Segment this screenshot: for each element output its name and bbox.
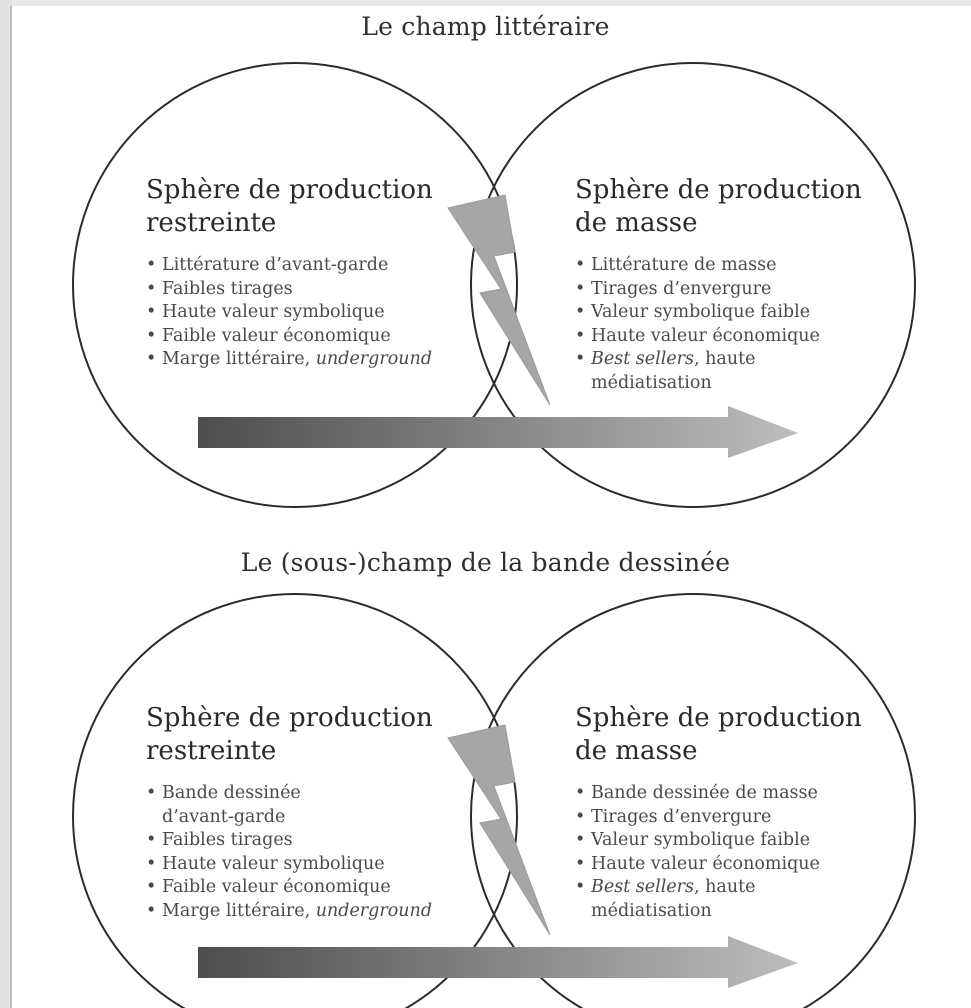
venn-diagram [72,62,916,508]
right-sphere-content: Sphère de production de masse Bande dess… [575,702,865,923]
sphere-title: Sphère de production de masse [575,703,862,766]
venn-diagram [72,593,916,1008]
list-item: Faible valeur économique [146,325,466,349]
sphere-title: Sphère de production de masse [575,175,862,238]
list-item: Tirages d’envergure [575,278,865,302]
list-item: Best sellers, haute médiatisation [575,876,776,923]
list-item: Faible valeur économique [146,876,446,900]
list-item: Tirages d’envergure [575,806,865,830]
list-item: Faibles tirages [146,278,466,302]
bullet-list: Bande dessinée de masse Tirages d’enverg… [575,782,865,923]
list-item: Littérature d’avant-garde [146,254,466,278]
lightning-bolt-icon [447,194,551,406]
list-item: Bande dessinée de masse [575,782,865,806]
list-item: Haute valeur économique [575,325,865,349]
bullet-list: Littérature de masse Tirages d’envergure… [575,254,865,395]
list-item: Valeur symbolique faible [575,829,865,853]
gradient-arrow [198,936,798,988]
list-item: Faibles tirages [146,829,446,853]
panel-literary-field: Le champ littéraire Sphère de production… [0,0,971,530]
right-sphere-content: Sphère de production de masse Littératur… [575,174,865,395]
list-item: Marge littéraire, underground [146,348,466,372]
left-sphere-content: Sphère de production restreinte Bande de… [146,702,446,923]
frame-left-border [0,0,12,1008]
panel-title: Le (sous-)champ de la bande dessinée [240,548,731,577]
list-item: Haute valeur symbolique [146,853,446,877]
lightning-bolt-icon [447,724,551,936]
frame-left-line [10,6,12,1008]
list-item: Haute valeur économique [575,853,865,877]
left-sphere-content: Sphère de production restreinte Littérat… [146,174,466,372]
panel-title: Le champ littéraire [361,12,610,41]
panel-comics-subfield: Le (sous-)champ de la bande dessinée Sph… [0,530,971,1008]
sphere-title: Sphère de production restreinte [146,703,433,766]
left-circle [72,62,518,508]
bullet-list: Littérature d’avant-garde Faibles tirage… [146,254,466,372]
right-circle [470,62,916,508]
list-item: Marge littéraire, underground [146,900,446,924]
list-item: Haute valeur symbolique [146,301,466,325]
list-item: Bande dessinée d’avant-garde [146,782,332,829]
list-item: Littérature de masse [575,254,865,278]
frame-top-border [0,0,971,6]
gradient-arrow [198,406,798,458]
left-circle [72,593,518,1008]
list-item: Best sellers, haute médiatisation [575,348,776,395]
bullet-list: Bande dessinée d’avant-garde Faibles tir… [146,782,446,923]
sphere-title: Sphère de production restreinte [146,175,433,238]
list-item: Valeur symbolique faible [575,301,865,325]
right-circle [470,593,916,1008]
